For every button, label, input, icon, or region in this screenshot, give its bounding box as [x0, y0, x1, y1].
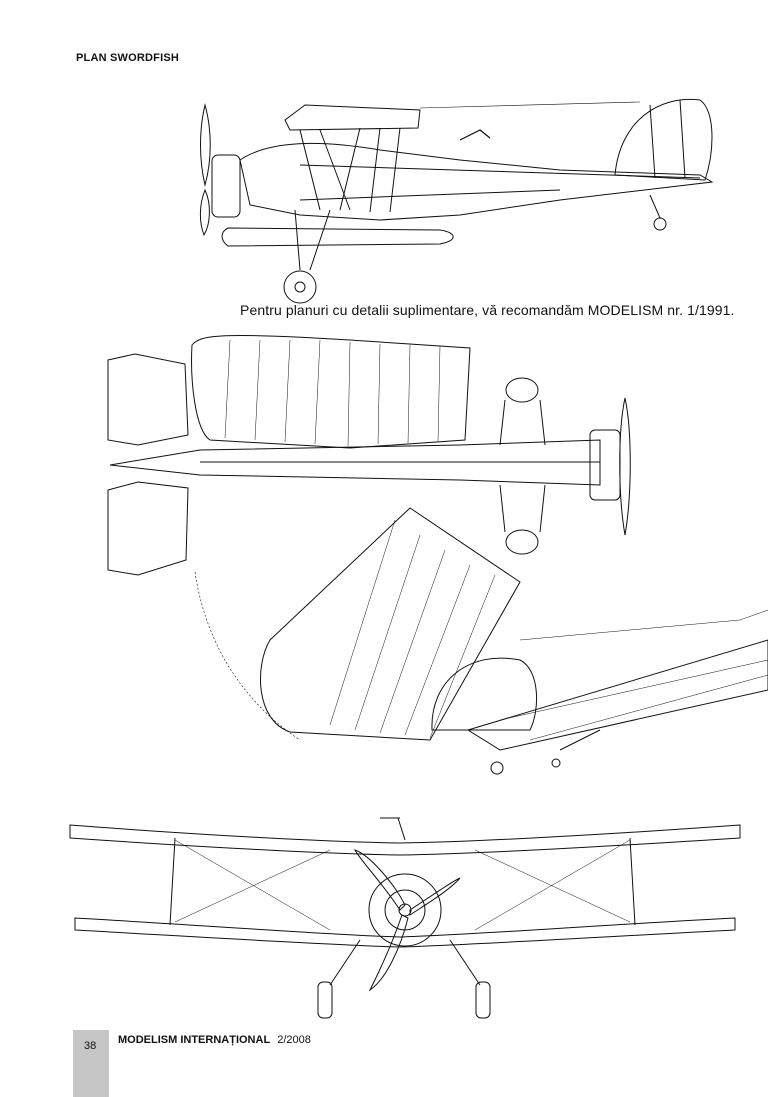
- propeller-blade-lower: [199, 188, 210, 237]
- tail-fin: [614, 98, 713, 181]
- tailplane-left: [107, 353, 189, 446]
- fold-arc: [194, 571, 301, 741]
- caption-text: Pentru planuri cu detalii suplimentare, …: [240, 302, 735, 318]
- front-upper-wing: [69, 824, 741, 856]
- prop-blade-2: [409, 877, 461, 916]
- prop-blade-3: [368, 914, 409, 992]
- engine-front: [368, 873, 442, 947]
- wheel-upper: [505, 377, 539, 403]
- front-wheel-left: [317, 981, 333, 1019]
- main-wheel: [283, 270, 317, 304]
- propeller-top: [619, 397, 631, 536]
- front-lower-wing: [74, 917, 736, 948]
- fuselage: [239, 142, 714, 221]
- tailplane-right: [107, 481, 189, 576]
- folded-wing-upper: [191, 334, 471, 449]
- magazine-issue: 2/2008: [277, 1034, 311, 1046]
- page-number: 38: [84, 1040, 97, 1052]
- side-view-drawing: [199, 98, 714, 304]
- tail-fin-rear: [431, 657, 538, 731]
- fuselage-rear: [466, 639, 768, 751]
- magazine-credit: MODELISM INTERNAȚIONAL 2/2008: [118, 1034, 311, 1046]
- prop-blade-1: [354, 849, 406, 911]
- page-number-tab: [73, 1030, 109, 1097]
- front-view-drawing: [69, 817, 741, 1019]
- page-title: PLAN SWORDFISH: [76, 52, 180, 64]
- wheel-lower: [505, 529, 539, 555]
- engine-cowling: [211, 154, 241, 218]
- tail-wheel-rear: [490, 761, 504, 775]
- propeller-blade-upper: [200, 103, 211, 187]
- tail-wheel: [653, 217, 667, 231]
- front-wheel-right: [475, 981, 491, 1019]
- torpedo: [221, 227, 454, 247]
- upper-wing: [284, 104, 421, 131]
- plan-view-drawing: [107, 334, 631, 741]
- rear-side-view-drawing: [431, 609, 768, 775]
- folded-wing-lower: [260, 507, 521, 741]
- magazine-name: MODELISM INTERNAȚIONAL: [118, 1034, 271, 1046]
